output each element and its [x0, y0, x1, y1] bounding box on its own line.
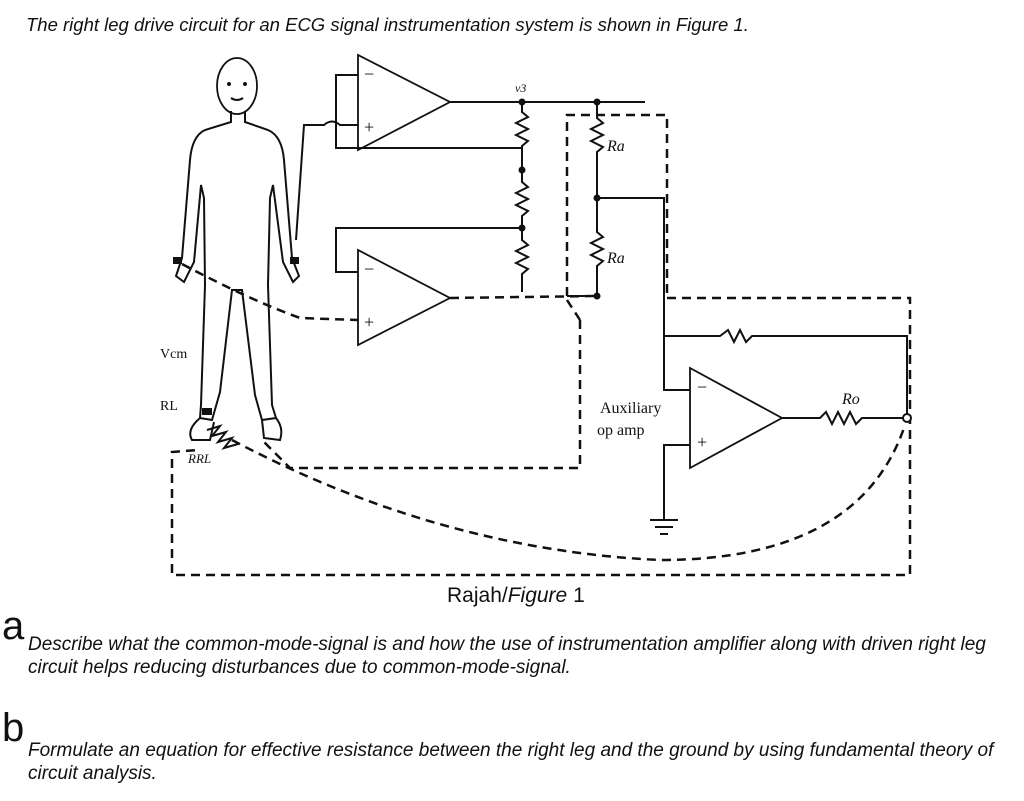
- figure-caption: Rajah/Figure 1: [447, 584, 585, 608]
- caption-figure: Figure: [507, 584, 568, 607]
- aux-minus-input-wire: [663, 336, 690, 391]
- aux-output-wire: [782, 409, 907, 427]
- bottom-amp-feedback-wire: [335, 227, 522, 273]
- bottom-amp-plus: +: [364, 312, 374, 332]
- return-curve-dashed: [231, 424, 907, 562]
- question-a-letter: a: [2, 604, 25, 648]
- aux-amp-minus: −: [697, 377, 707, 397]
- top-amp-feedback-wire: [335, 74, 522, 149]
- rrl-label: RRL: [187, 451, 211, 466]
- top-amp-minus: −: [364, 64, 374, 84]
- auxiliary-op-amp: − +: [689, 366, 784, 470]
- intro-text: The right leg drive circuit for an ECG s…: [26, 14, 749, 35]
- left-hand-lead-dashed: [181, 262, 359, 322]
- top-amp-plus: +: [364, 117, 374, 137]
- right-leg-electrode: [202, 408, 212, 415]
- ra-network-dashed-box: [565, 113, 669, 298]
- ground-symbol: [650, 444, 690, 535]
- bottom-op-amp: − +: [357, 248, 452, 347]
- caption-rajah: Rajah/: [447, 584, 508, 607]
- shield-dashed-boundary: [261, 320, 582, 470]
- aux-label-line2: op amp: [597, 422, 645, 439]
- ro-label: Ro: [841, 391, 860, 408]
- question-a-text: Describe what the common-mode-signal is …: [28, 634, 986, 678]
- rrl-resistor: [206, 424, 239, 450]
- ra-bottom-label: Ra: [606, 250, 625, 267]
- aux-feedback-wire: [664, 327, 908, 420]
- bottom-amp-minus: −: [364, 259, 374, 279]
- question-b-text: Formulate an equation for effective resi…: [28, 740, 994, 784]
- right-hand-electrode: [290, 257, 299, 264]
- left-hand-electrode: [173, 257, 182, 264]
- top-op-amp: − +: [357, 53, 452, 152]
- v3-label: v3: [515, 81, 526, 95]
- aux-amp-plus: +: [697, 432, 707, 452]
- caption-number: 1: [567, 584, 585, 607]
- aux-label-line1: Auxiliary: [600, 400, 661, 417]
- ra-resistor-pair: Ra Ra: [588, 102, 665, 336]
- outer-dashed-boundary: [170, 296, 912, 577]
- rl-label: RL: [160, 399, 178, 414]
- question-b-letter: b: [2, 706, 25, 750]
- ra-top-label: Ra: [606, 138, 625, 155]
- gain-resistor-chain: [513, 102, 531, 292]
- vcm-label: Vcm: [160, 347, 187, 362]
- human-body-figure: [174, 57, 301, 442]
- right-leg-drive-circuit-diagram: .w { stroke: #111; stroke-width: 2; fill…: [160, 53, 912, 577]
- top-amp-plus-input-wire: [295, 120, 358, 241]
